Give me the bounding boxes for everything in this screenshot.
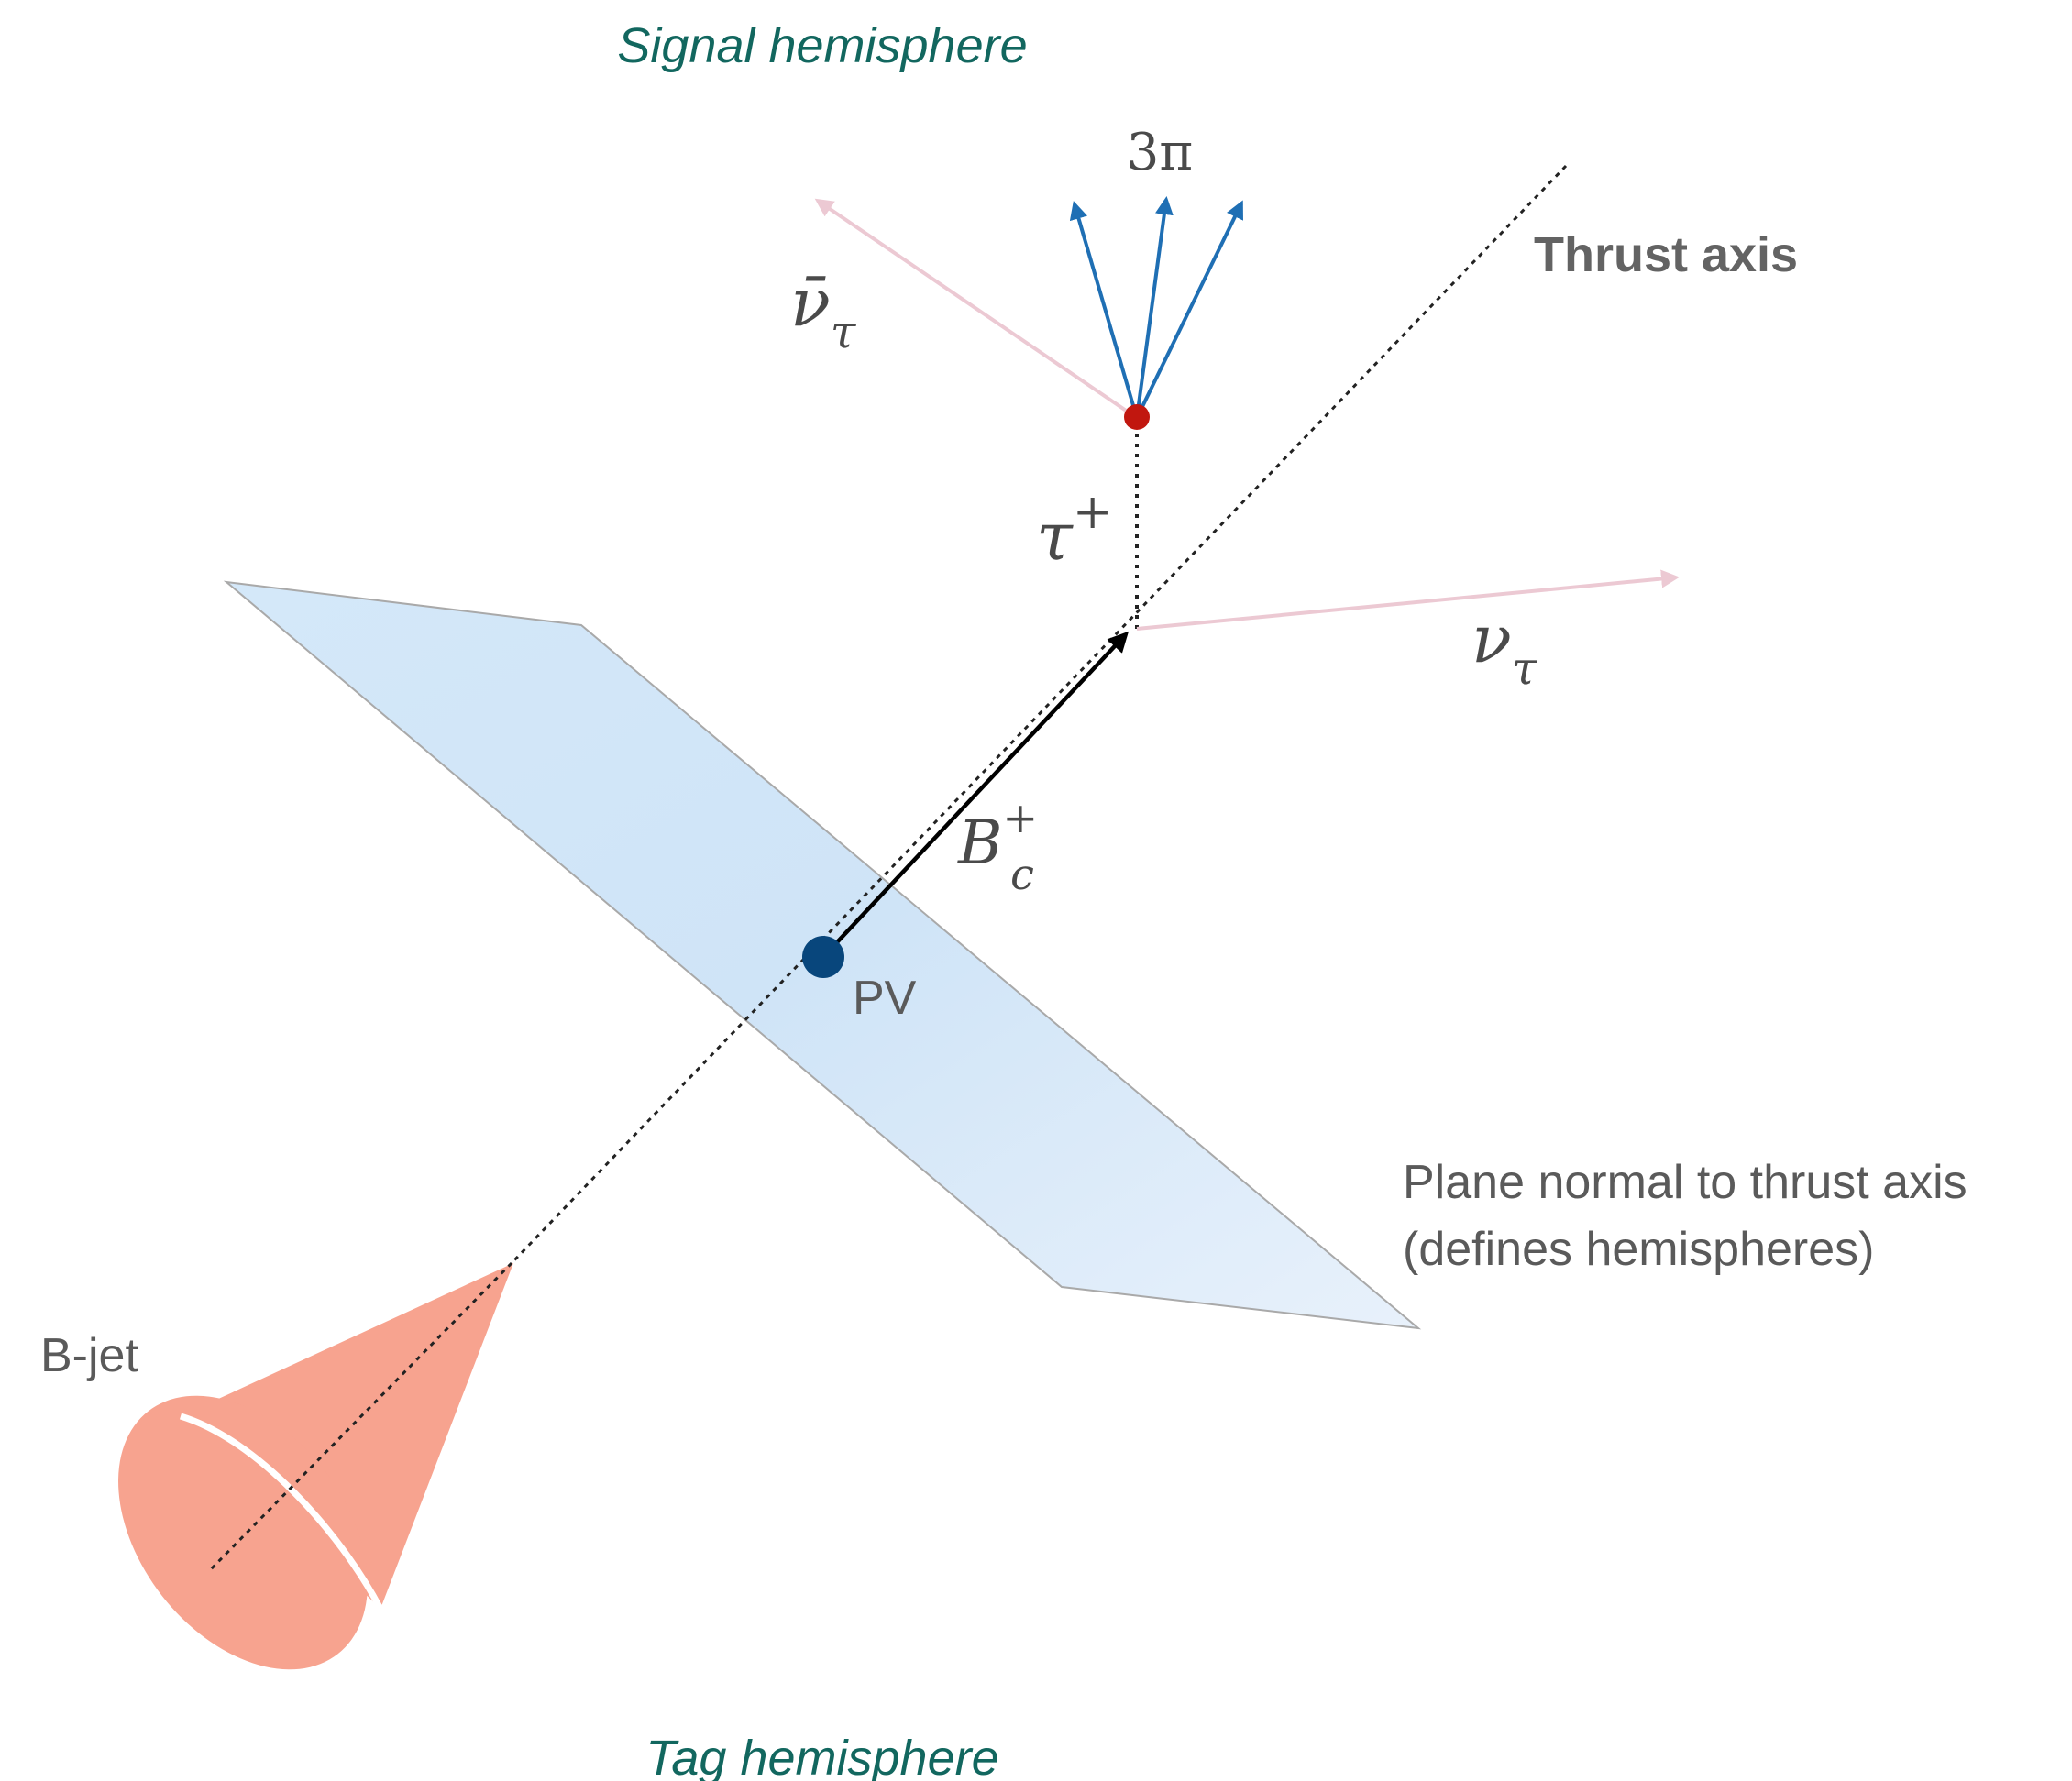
- thrust-axis-line: [510, 164, 1568, 1265]
- nu-bar-tau-label: ν̄τ: [790, 264, 857, 358]
- b-jet-cone: [118, 1261, 513, 1670]
- bc-flight-arrow: [821, 631, 1130, 959]
- signal-hemisphere-label: Signal hemisphere: [617, 18, 1027, 73]
- tag-hemisphere-label: Tag hemisphere: [645, 1731, 998, 1781]
- primary-vertex-dot: [802, 936, 844, 978]
- bc-symbol: B: [957, 808, 1003, 878]
- tau-symbol: τ: [1036, 498, 1074, 575]
- tau-superscript: +: [1073, 485, 1113, 540]
- bc-subscript: c: [1010, 850, 1034, 899]
- nu-subscript: τ: [1512, 642, 1538, 695]
- plane-label-line1: Plane normal to thrust axis: [1403, 1156, 1967, 1209]
- tau-decay-vertex: [1124, 404, 1150, 430]
- b-jet-label: B-jet: [40, 1329, 138, 1382]
- nu-symbol: ν: [1471, 600, 1512, 677]
- pion-arrow-1: [1069, 201, 1139, 419]
- pion-arrow-3: [1135, 200, 1243, 419]
- nu-bar-tau-arrow: [814, 198, 1139, 420]
- three-pi-label: 3π: [1127, 123, 1193, 182]
- thrust-axis-label: Thrust axis: [1534, 227, 1798, 282]
- nu-bar-subscript: τ: [831, 305, 857, 358]
- bc-superscript: +: [1003, 793, 1039, 842]
- nu-bar-symbol: ν̄: [790, 264, 831, 341]
- nu-tau-arrow: [1136, 569, 1680, 631]
- three-pion-arrows: [1069, 196, 1243, 419]
- plane-label-line2: (defines hemispheres): [1403, 1223, 1874, 1276]
- pion-arrow-2: [1135, 196, 1174, 419]
- bc-plus-label: B+ c: [957, 793, 1038, 899]
- pv-label: PV: [853, 972, 917, 1025]
- nu-tau-label: ντ: [1471, 600, 1538, 695]
- tau-plus-label: τ+: [1036, 485, 1112, 575]
